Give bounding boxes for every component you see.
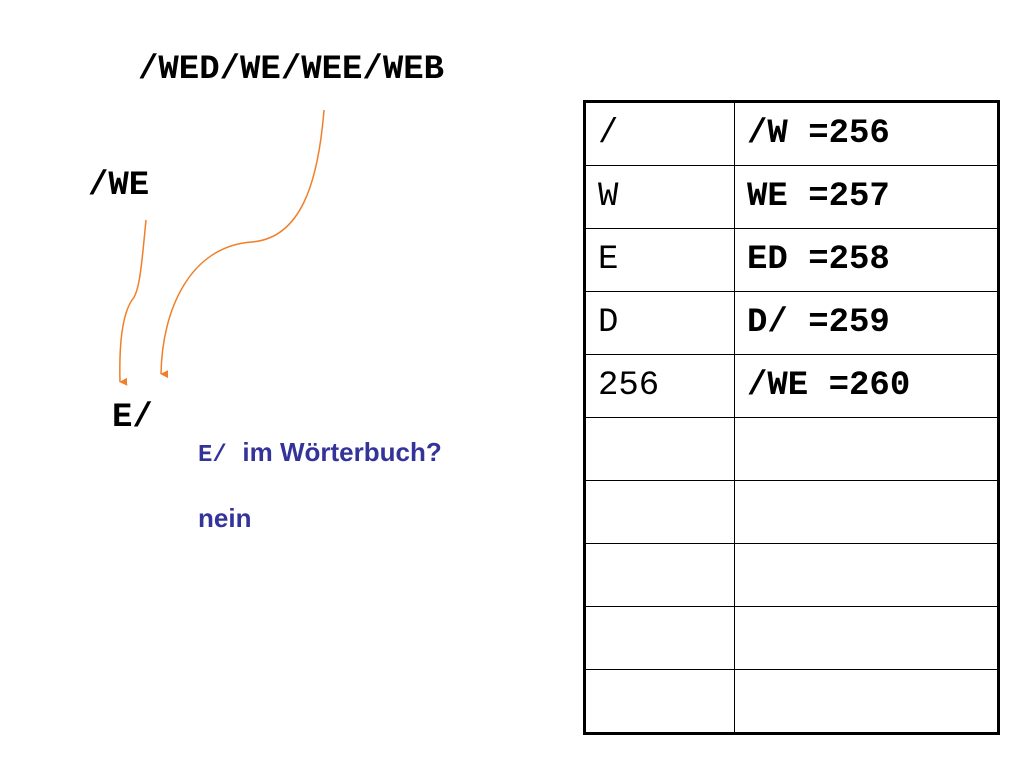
dictionary-row	[584, 669, 999, 734]
dictionary-entry-cell	[734, 543, 999, 607]
dictionary-question: E/ im Wörterbuch?	[198, 432, 442, 476]
dictionary-entry-cell: /WE =260	[734, 354, 999, 418]
dictionary-row	[584, 480, 999, 544]
dictionary-entry-cell: D/ =259	[734, 291, 999, 355]
arrow-from-input-string	[160, 109, 325, 379]
next-string: E/	[112, 399, 153, 437]
dictionary-entry-cell	[734, 480, 999, 544]
dictionary-entry-cell	[734, 669, 999, 734]
question-code: E/	[198, 442, 227, 469]
dictionary-symbol-cell	[584, 480, 735, 544]
dictionary-entry-cell: ED =258	[734, 228, 999, 292]
question-text: im Wörterbuch?	[242, 437, 442, 467]
dictionary-row	[584, 417, 999, 481]
dictionary-symbol-cell: /	[584, 101, 735, 166]
answer-text: nein	[198, 503, 252, 533]
dictionary-entry-cell: /W =256	[734, 101, 999, 166]
dictionary-symbol-cell: E	[584, 228, 735, 292]
dictionary-symbol-cell	[584, 606, 735, 670]
dictionary-row	[584, 543, 999, 607]
input-string: /WED/WE/WEE/WEB	[138, 51, 445, 89]
arrow-from-current-string	[119, 219, 147, 386]
dictionary-entry-cell	[734, 417, 999, 481]
dictionary-symbol-cell: W	[584, 165, 735, 229]
dictionary-entry-cell: WE =257	[734, 165, 999, 229]
dictionary-row	[584, 606, 999, 670]
dictionary-symbol-cell	[584, 669, 735, 734]
current-string: /WE	[88, 167, 150, 205]
dictionary-row: 256/WE =260	[584, 354, 999, 418]
dictionary-row: //W =256	[584, 101, 999, 166]
dictionary-symbol-cell: 256	[584, 354, 735, 418]
dictionary-symbol-cell	[584, 417, 735, 481]
dictionary-entry-cell	[734, 606, 999, 670]
dictionary-symbol-cell	[584, 543, 735, 607]
dictionary-symbol-cell: D	[584, 291, 735, 355]
